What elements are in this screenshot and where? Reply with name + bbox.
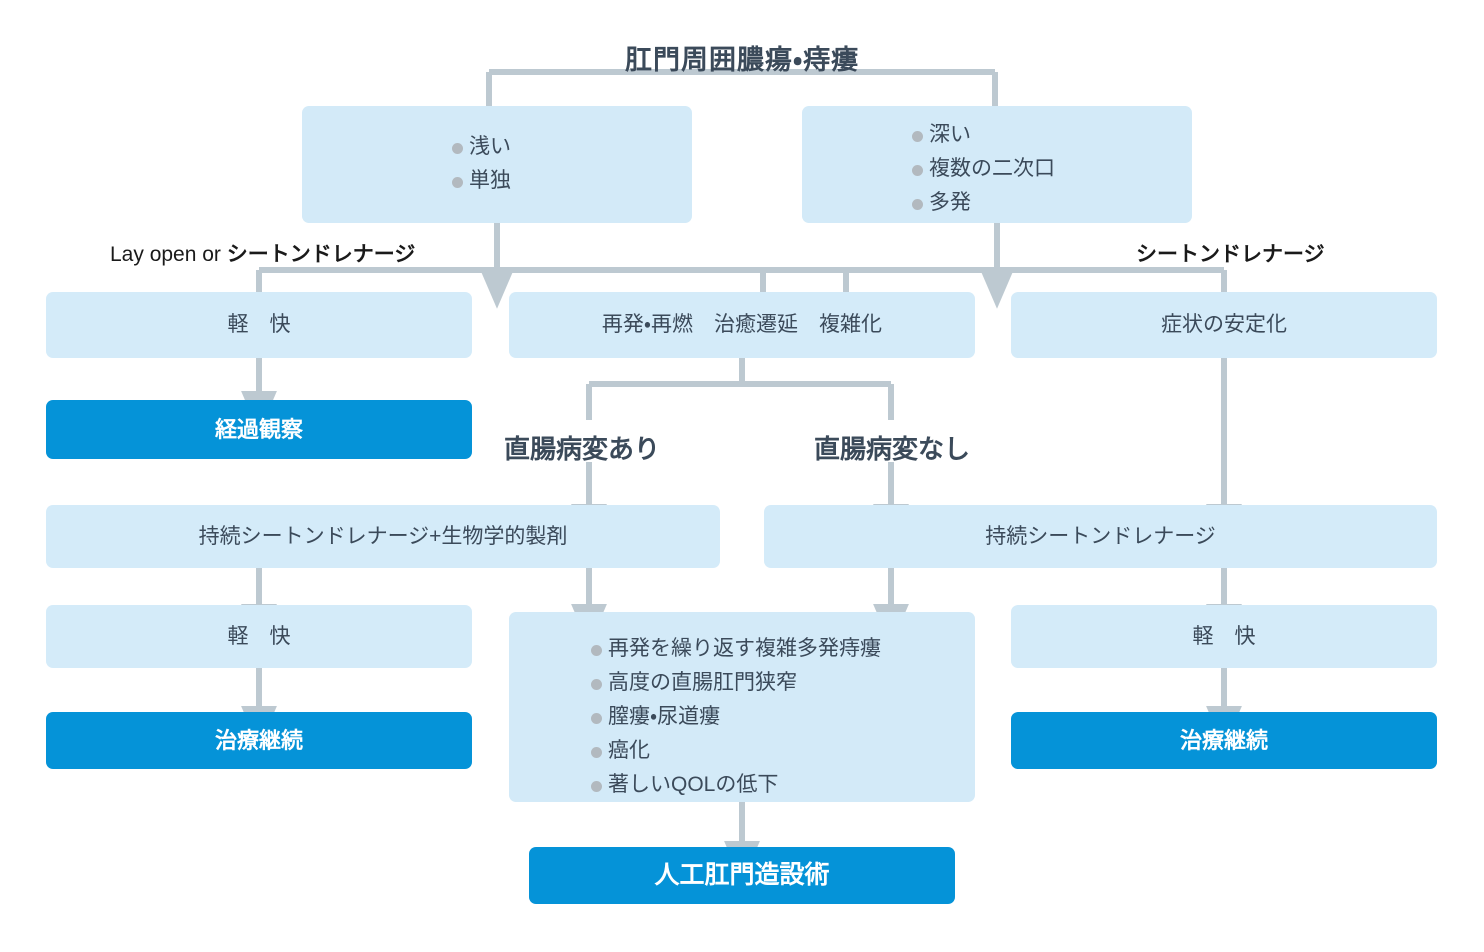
- node-severe-indications: 再発を繰り返す複雑多発痔瘻 高度の直腸肛門狭窄 膣瘻・尿道瘻 癌化 著しいQOL…: [509, 612, 975, 802]
- bullet-dot-icon: [912, 199, 923, 211]
- node-observation: 経過観察: [46, 400, 472, 459]
- bullet-dot-icon: [591, 679, 602, 691]
- bullet-dot-icon: [591, 645, 602, 656]
- node-recurrence: 再発・再燃 治癒遷延 複雑化: [509, 292, 975, 358]
- node-label: 経過観察: [214, 417, 303, 442]
- bullet-dot-icon: [452, 143, 463, 154]
- bullet-dot-icon: [912, 165, 923, 177]
- node-improved-right: 軽 快: [1011, 605, 1437, 668]
- edge-label-lay-open-suffix: シートンドレナージ: [226, 243, 416, 266]
- bullet-text: 浅い: [469, 135, 511, 158]
- node-stabilized: 症状の安定化: [1011, 292, 1437, 358]
- diagram-title: 肛門周囲膿瘍・痔瘻: [625, 45, 860, 75]
- list-item: 多発: [912, 186, 1192, 220]
- node-label: 軽 快: [1192, 624, 1256, 648]
- branch-label-rectal-lesion-no: 直腸病変なし: [814, 434, 971, 464]
- bullet-text: 膣瘻・尿道瘻: [608, 705, 721, 729]
- branch-label-rectal-lesion-yes: 直腸病変あり: [504, 434, 661, 464]
- list-item: 著しいQOLの低下: [591, 768, 975, 802]
- list-item: 深い: [912, 118, 1192, 152]
- list-item: 高度の直腸肛門狭窄: [591, 666, 975, 700]
- deep-bullet-list: 深い 複数の二次口 多発: [912, 118, 1192, 220]
- list-item: 再発を繰り返す複雑多発痔瘻: [591, 632, 975, 666]
- bullet-dot-icon: [912, 131, 923, 142]
- node-stoma: 人工肛門造設術: [529, 847, 955, 904]
- node-seton-bio: 持続シートンドレナージ+生物学的製剤: [46, 505, 720, 568]
- bullet-text: 複数の二次口: [929, 157, 1055, 181]
- bullet-text: 深い: [929, 123, 971, 146]
- bullet-text: 単独: [469, 169, 511, 193]
- bullet-text: 高度の直腸肛門狭窄: [608, 671, 797, 695]
- bullet-text: 著しいQOLの低下: [608, 773, 779, 797]
- list-item: 癌化: [591, 734, 975, 768]
- severe-bullet-list: 再発を繰り返す複雑多発痔瘻 高度の直腸肛門狭窄 膣瘻・尿道瘻 癌化 著しいQOL…: [591, 632, 975, 802]
- bullet-dot-icon: [591, 747, 602, 759]
- bullet-text: 再発を繰り返す複雑多発痔瘻: [608, 637, 881, 660]
- bullet-dot-icon: [452, 177, 463, 189]
- bullet-text: 多発: [929, 191, 971, 215]
- list-item: 浅い: [452, 130, 692, 164]
- node-label: 軽 快: [227, 313, 291, 337]
- node-label: 症状の安定化: [1161, 313, 1287, 337]
- list-item: 複数の二次口: [912, 152, 1192, 186]
- node-label: 持続シートンドレナージ: [985, 524, 1216, 548]
- node-continue-left: 治療継続: [46, 712, 472, 769]
- node-deep-criteria: 深い 複数の二次口 多発: [802, 106, 1192, 223]
- node-seton-only: 持続シートンドレナージ: [764, 505, 1437, 568]
- node-label: 治療継続: [1179, 728, 1268, 753]
- node-improved-mid: 軽 快: [46, 605, 472, 668]
- list-item: 膣瘻・尿道瘻: [591, 700, 975, 734]
- node-shallow-criteria: 浅い 単独: [302, 106, 692, 223]
- edge-label-lay-open-prefix: Lay open or: [110, 243, 227, 266]
- shallow-bullet-list: 浅い 単独: [452, 130, 692, 198]
- node-label: 再発・再燃 治癒遷延 複雑化: [601, 313, 883, 337]
- edge-label-seton-drainage: シートンドレナージ: [1136, 243, 1325, 266]
- bullet-dot-icon: [591, 781, 602, 793]
- node-label: 人工肛門造設術: [654, 860, 830, 889]
- bullet-dot-icon: [591, 713, 602, 725]
- edge-label-lay-open: Lay open or シートンドレナージ: [110, 238, 415, 268]
- node-label: 持続シートンドレナージ+生物学的製剤: [198, 524, 568, 548]
- node-label: 軽 快: [227, 624, 291, 648]
- bullet-text: 癌化: [608, 739, 650, 763]
- list-item: 単独: [452, 164, 692, 198]
- node-continue-right: 治療継続: [1011, 712, 1437, 769]
- node-improved-left: 軽 快: [46, 292, 472, 358]
- node-label: 治療継続: [214, 728, 303, 753]
